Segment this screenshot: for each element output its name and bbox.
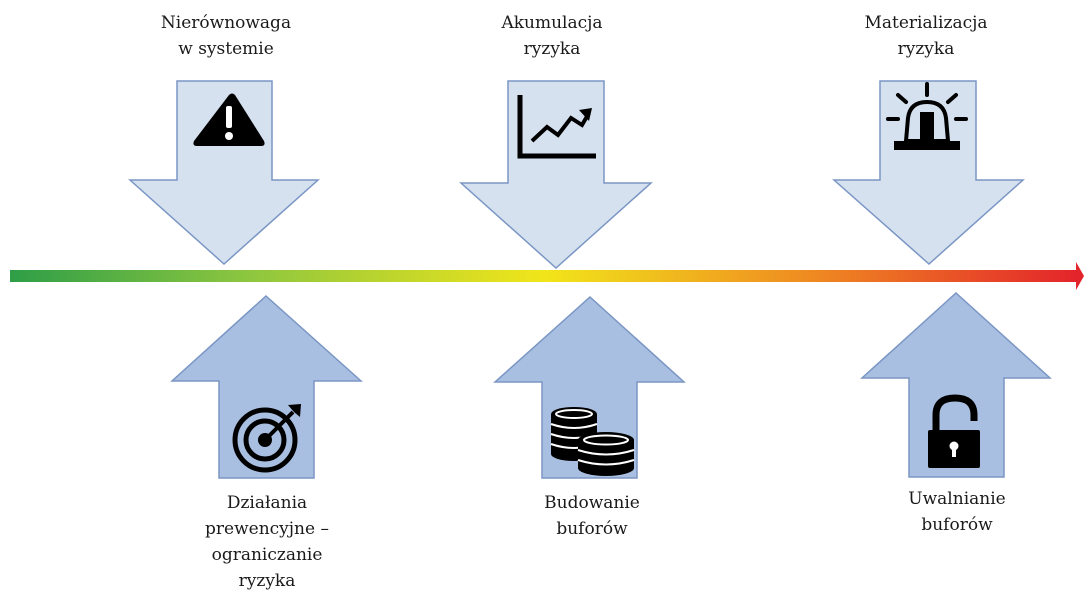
action-label-building-buffers: Budowanie buforów: [544, 493, 640, 539]
down-arrow-materialization: [832, 80, 1025, 266]
trend-chart-icon: [517, 95, 596, 159]
coins-icon: [550, 407, 635, 476]
unlocked-padlock-icon: [928, 394, 980, 468]
alarm-siren-icon: [886, 82, 968, 150]
target-icon: [232, 404, 301, 473]
warning-icon: [193, 93, 265, 146]
action-label-prevention: Działania prewencyjne – ograniczanie ryz…: [205, 493, 329, 591]
down-arrow-accumulation: [459, 80, 653, 270]
down-arrow-imbalance: [128, 80, 320, 266]
up-arrow-releasing-buffers: [860, 291, 1052, 478]
up-arrow-building-buffers: [493, 295, 686, 479]
timeline-axis: [10, 262, 1084, 290]
stage-label-imbalance: Nierównowaga w systemie: [160, 13, 292, 59]
up-arrow-prevention: [170, 294, 363, 479]
action-label-releasing-buffers: Uwalnianie buforów: [908, 489, 1006, 535]
stage-label-risk-accumulation: Akumulacja ryzyka: [501, 13, 603, 59]
stage-label-risk-materialization: Materializacja ryzyka: [864, 13, 988, 59]
